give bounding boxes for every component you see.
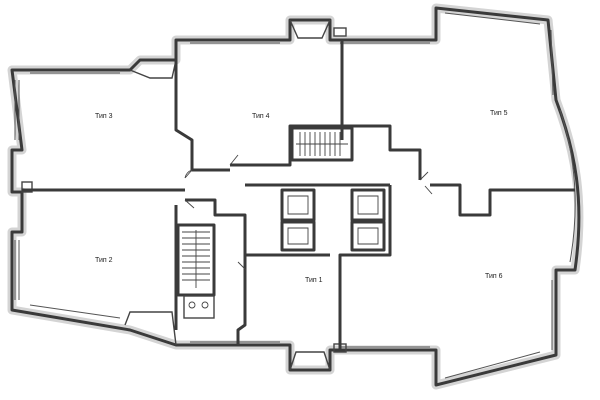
label-type-5: Тип 5 xyxy=(490,110,508,117)
door-type1 xyxy=(237,261,247,271)
door-type2 xyxy=(184,199,195,209)
south-stair xyxy=(176,223,216,319)
window-west-upper xyxy=(14,80,20,140)
balcony-n xyxy=(289,19,331,39)
label-type-4: Тип 4 xyxy=(252,113,270,120)
wall-core-east xyxy=(338,185,392,350)
window-bay xyxy=(559,109,576,263)
door-type4 xyxy=(229,154,239,166)
vent-nw xyxy=(21,181,33,193)
utility-fixture-2 xyxy=(201,301,209,309)
window-south-mid xyxy=(190,341,430,348)
interior-walls xyxy=(22,40,575,350)
window-west-lower xyxy=(14,240,20,300)
vent-n xyxy=(333,27,347,37)
north-stair xyxy=(290,126,354,162)
utility-box xyxy=(183,295,215,319)
wall-type3-east xyxy=(174,60,230,172)
lift-shaft-2 xyxy=(280,220,316,252)
door-type5 xyxy=(419,171,429,181)
window-south-left xyxy=(29,304,121,319)
window-south-right xyxy=(444,351,541,379)
label-type-2: Тип 2 xyxy=(95,257,113,264)
lift-shaft-4 xyxy=(350,220,386,252)
door-type3 xyxy=(184,169,193,179)
lifts xyxy=(280,188,386,252)
balconies xyxy=(21,19,347,371)
door-type6 xyxy=(424,185,433,195)
utility-fixture-1 xyxy=(188,301,196,309)
label-type-3: Тип 3 xyxy=(95,113,113,120)
lift-shaft-1 xyxy=(280,188,316,222)
lift-cars xyxy=(287,195,379,245)
label-type-6: Тип 6 xyxy=(485,273,503,280)
wall-corridor-south xyxy=(185,198,247,235)
window-ne xyxy=(444,12,541,25)
label-type-1: Тип 1 xyxy=(305,277,323,284)
window-east-upper xyxy=(550,29,554,96)
south-stair-shell xyxy=(176,223,216,297)
balcony-sw xyxy=(124,311,177,346)
wall-corridor-north xyxy=(230,124,422,180)
balcony-nw xyxy=(129,59,177,79)
outer-wall-halo xyxy=(7,3,584,390)
windows xyxy=(14,12,576,379)
doors xyxy=(184,154,433,271)
wall-core-west xyxy=(236,235,247,345)
wall-type5-type6 xyxy=(430,183,575,217)
north-stair-shell xyxy=(290,126,354,162)
balcony-s xyxy=(289,351,331,371)
outer-wall xyxy=(10,6,581,387)
lift-shaft-3 xyxy=(350,188,386,222)
